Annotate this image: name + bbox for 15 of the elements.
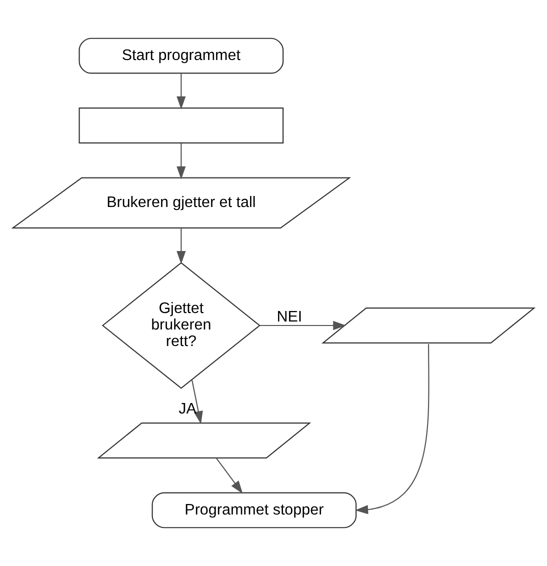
node-parallelogram [321, 308, 536, 344]
arrow [354, 344, 430, 514]
node-box: Programmet stopper [152, 492, 357, 528]
edge-label: NEI [276, 308, 302, 326]
arrow [176, 228, 186, 264]
arrow [176, 143, 186, 180]
node-box [78, 108, 284, 144]
node-parallelogram [96, 422, 312, 458]
arrow [176, 73, 186, 110]
node-box: Start programmet [78, 38, 284, 74]
edge-label: JA [178, 400, 196, 418]
arrow [260, 320, 346, 330]
arrow [216, 458, 243, 494]
arrow [191, 380, 203, 424]
node-diamond: Gjettet brukeren rett? [102, 262, 260, 389]
